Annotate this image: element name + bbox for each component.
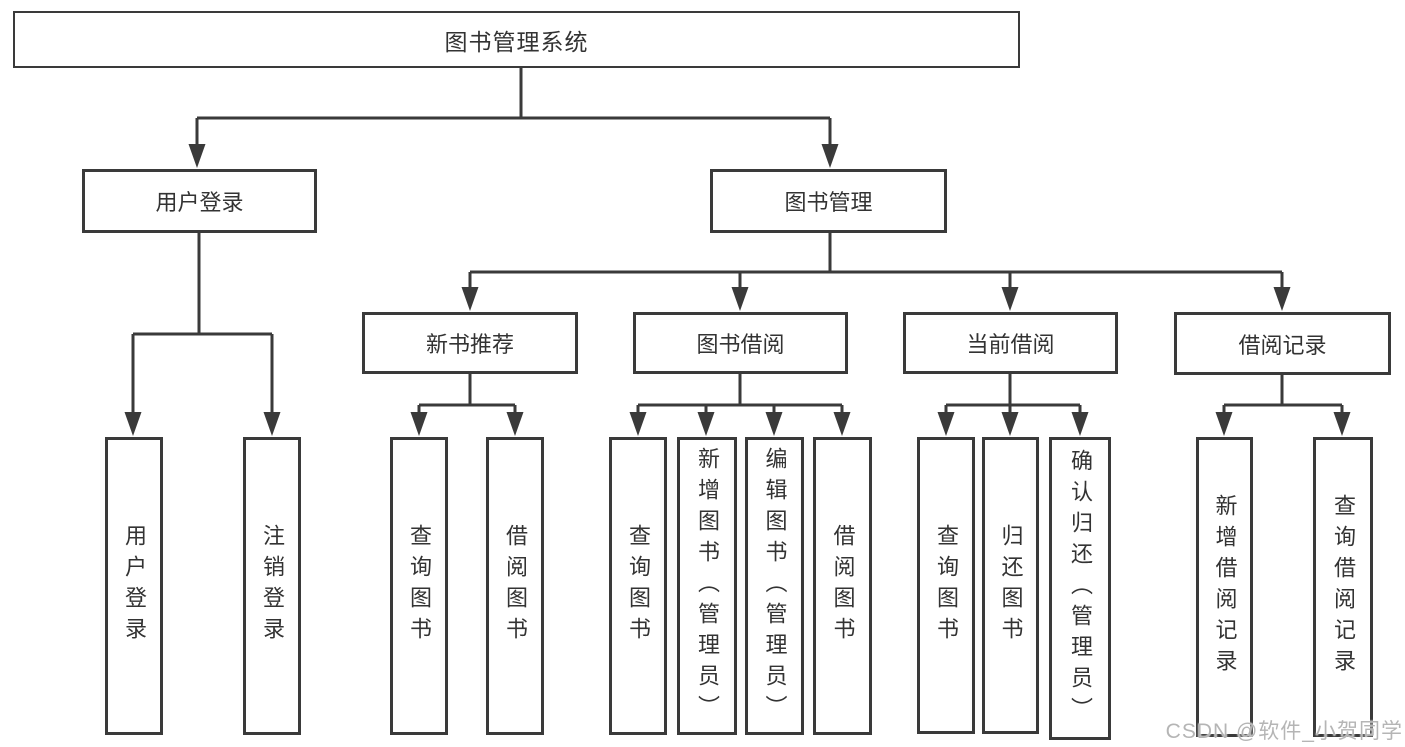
connector-line bbox=[417, 374, 517, 416]
connector-line bbox=[944, 374, 1082, 416]
arrow-down-icon bbox=[1001, 412, 1019, 436]
arrow-down-icon bbox=[461, 287, 479, 311]
arrow-down-icon bbox=[821, 144, 839, 168]
connector-line bbox=[468, 233, 1284, 291]
connector-current-borrowing-to-leaves bbox=[937, 374, 1089, 436]
leaf-add-borrow-record: 新增借阅记录 bbox=[1196, 437, 1253, 737]
connector-line bbox=[1222, 375, 1344, 416]
arrow-down-icon bbox=[1001, 287, 1019, 311]
connector-borrowing-records-to-leaves bbox=[1215, 375, 1351, 436]
node-new-book-recommendation: 新书推荐 bbox=[362, 312, 578, 374]
arrow-down-icon bbox=[697, 412, 715, 436]
arrow-down-icon bbox=[1215, 412, 1233, 436]
arrow-down-icon bbox=[629, 412, 647, 436]
arrow-down-icon bbox=[1333, 412, 1351, 436]
node-book-borrowing: 图书借阅 bbox=[633, 312, 848, 374]
connector-user-login-to-leaves bbox=[124, 233, 281, 436]
leaf-logout-login: 注销登录 bbox=[243, 437, 301, 735]
csdn-watermark: CSDN @软件_小贺同学 bbox=[1165, 720, 1403, 743]
node-library-management-system: 图书管理系统 bbox=[13, 11, 1020, 68]
connector-book-management-to-level3 bbox=[461, 233, 1291, 311]
connector-book-borrowing-to-leaves bbox=[629, 374, 851, 436]
connector-line bbox=[131, 233, 274, 416]
arrow-down-icon bbox=[1071, 412, 1089, 436]
node-borrowing-records: 借阅记录 bbox=[1174, 312, 1391, 375]
connector-line bbox=[195, 68, 832, 148]
leaf-borrow-books-recommend: 借阅图书 bbox=[486, 437, 544, 735]
arrow-down-icon bbox=[765, 412, 783, 436]
arrow-down-icon bbox=[410, 412, 428, 436]
connector-root-to-level2 bbox=[188, 68, 839, 168]
leaf-query-books-borrowing: 查询图书 bbox=[609, 437, 667, 735]
arrow-down-icon bbox=[1273, 287, 1291, 311]
leaf-add-books-admin: 新增图书（管理员） bbox=[677, 437, 737, 735]
leaf-query-borrow-record: 查询借阅记录 bbox=[1313, 437, 1373, 737]
arrow-down-icon bbox=[263, 412, 281, 436]
node-book-management: 图书管理 bbox=[710, 169, 947, 233]
leaf-return-books: 归还图书 bbox=[982, 437, 1039, 734]
leaf-user-login: 用户登录 bbox=[105, 437, 163, 735]
arrow-down-icon bbox=[833, 412, 851, 436]
leaf-query-books-current: 查询图书 bbox=[917, 437, 975, 734]
leaf-query-books-recommend: 查询图书 bbox=[390, 437, 448, 735]
connector-new-book-recommendation-to-leaves bbox=[410, 374, 524, 436]
arrow-down-icon bbox=[506, 412, 524, 436]
leaf-edit-books-admin: 编辑图书（管理员） bbox=[745, 437, 804, 735]
arrow-down-icon bbox=[937, 412, 955, 436]
arrow-down-icon bbox=[731, 287, 749, 311]
node-current-borrowing: 当前借阅 bbox=[903, 312, 1118, 374]
arrow-down-icon bbox=[188, 144, 206, 168]
arrow-down-icon bbox=[124, 412, 142, 436]
node-user-login: 用户登录 bbox=[82, 169, 317, 233]
connector-line bbox=[636, 374, 844, 416]
leaf-confirm-return-admin: 确认归还（管理员） bbox=[1049, 437, 1111, 740]
leaf-borrow-books-borrowing: 借阅图书 bbox=[813, 437, 872, 735]
